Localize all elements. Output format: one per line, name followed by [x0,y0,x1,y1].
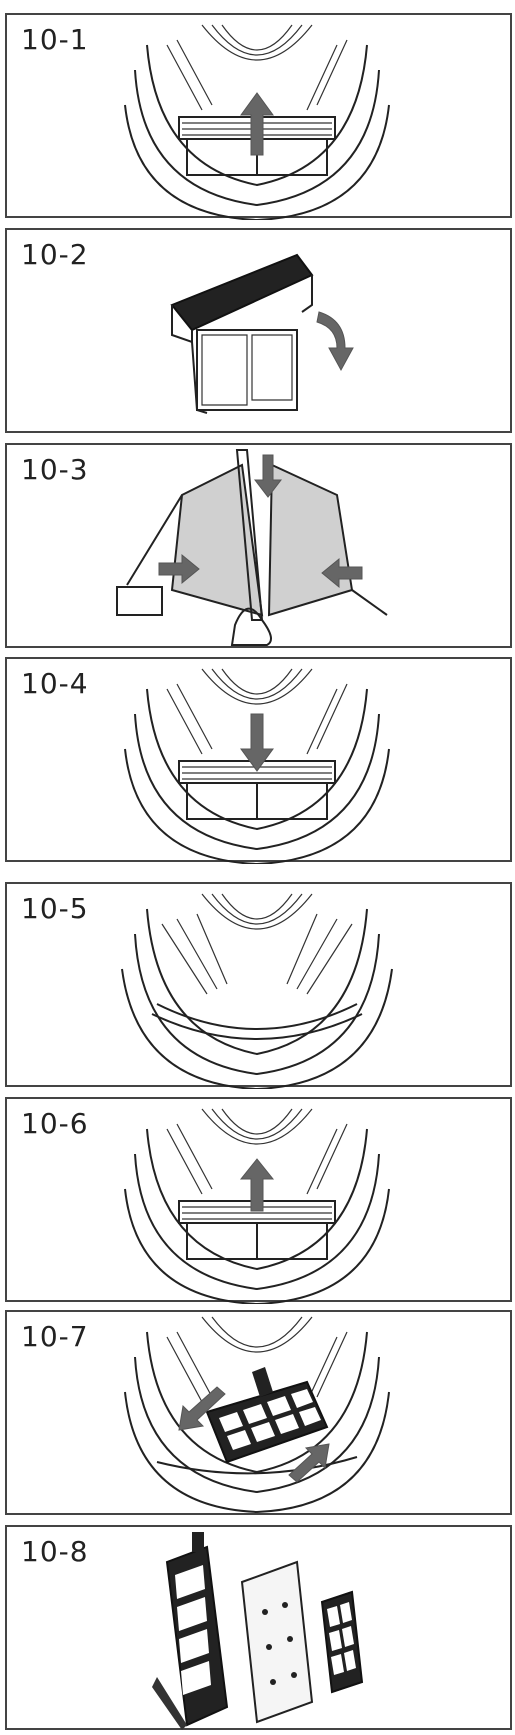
grid-filter-drawing [205,1367,329,1464]
step-panel-10-8: 10-8 [5,1525,512,1730]
secondary-filter-removal-illustration [124,1316,390,1513]
step-label: 10-7 [21,1320,89,1353]
step-label: 10-5 [21,892,89,925]
filter-lift-illustration [124,1108,390,1304]
step-label: 10-4 [21,667,89,700]
filter-removal-illustration [170,253,354,414]
step-panel-10-1: 10-1 [5,13,512,220]
right-arrow-icon [158,553,200,585]
down-arrow-icon [253,454,283,498]
step-label: 10-3 [21,453,89,486]
filter-parts-illustration [152,1532,364,1730]
up-arrow-icon [239,1158,275,1212]
step-panel-10-6: 10-6 [5,1097,512,1304]
empty-drum-illustration [121,893,393,1089]
filter-drawing [170,253,314,414]
filter-pad-drawing [240,1560,314,1724]
grid-frame-drawing [152,1532,229,1730]
step-panel-10-7: 10-7 [5,1310,512,1515]
drum-drawing [124,1108,390,1304]
filter-unfolded-drawing [116,449,388,646]
up-right-arrow-icon [288,1443,330,1483]
curved-arrow-icon [316,311,354,372]
drum-drawing [124,1316,390,1513]
filter-opening-illustration [116,449,388,646]
mesh-filter-drawing [320,1590,364,1694]
left-arrow-icon [321,557,363,589]
step-panel-10-4: 10-4 [5,657,512,864]
step-label: 10-2 [21,238,89,271]
step-label: 10-8 [21,1535,89,1568]
drum-filter-illustration [124,24,390,220]
down-left-arrow-icon [178,1386,226,1431]
down-arrow-icon [240,713,274,772]
step-panel-10-3: 10-3 [5,443,512,648]
step-label: 10-6 [21,1107,89,1140]
drum-drawing [121,893,393,1089]
filter-insertion-illustration [124,668,390,864]
step-panel-10-2: 10-2 [5,228,512,433]
step-label: 10-1 [21,23,89,56]
step-panel-10-5: 10-5 [5,882,512,1089]
up-arrow-icon [240,92,274,156]
